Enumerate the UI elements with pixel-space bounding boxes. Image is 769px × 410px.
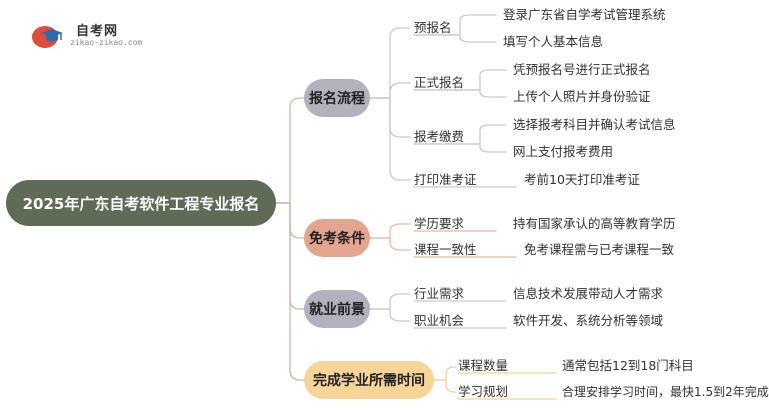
node-pre-registration: 预报名: [414, 20, 452, 35]
detail-pay-online: 网上支付报考费用: [513, 144, 614, 159]
detail-it-demand: 信息技术发展带动人才需求: [513, 286, 664, 301]
node-study-planning: 学习规划: [458, 384, 509, 399]
detail-study-time: 合理安排学习时间，最快1.5到2年完成: [562, 385, 769, 399]
branch-registration-process: 报名流程: [304, 79, 370, 117]
logo-name: 自考网: [76, 24, 119, 39]
detail-formal-with-number: 凭预报名号进行正式报名: [513, 62, 651, 77]
node-industry-demand: 行业需求: [414, 286, 465, 301]
graduation-cap-icon: [32, 26, 63, 48]
site-logo[interactable]: 自考网 zikao-zikao.com: [30, 18, 150, 52]
detail-upload-photo: 上传个人照片并身份验证: [513, 89, 651, 104]
branch-completion-time: 完成学业所需时间: [304, 361, 434, 399]
node-education-requirement: 学历要求: [414, 216, 465, 231]
detail-subject-count: 通常包括12到18门科目: [562, 358, 694, 373]
connector-lines: [275, 14, 557, 400]
detail-course-match: 免考课程需与已考课程一致: [524, 242, 675, 257]
node-course-consistency: 课程一致性: [414, 242, 477, 257]
root-node: 2025年广东自考软件工程专业报名: [6, 180, 276, 226]
detail-dev-fields: 软件开发、系统分析等领域: [513, 313, 664, 328]
detail-fill-info: 填写个人基本信息: [503, 34, 604, 49]
node-print-admission: 打印准考证: [414, 172, 477, 187]
detail-degree: 持有国家承认的高等教育学历: [513, 216, 676, 231]
detail-login-system: 登录广东省自学考试管理系统: [503, 7, 666, 22]
node-course-count: 课程数量: [458, 358, 509, 373]
node-fee-payment: 报考缴费: [414, 129, 465, 144]
detail-print-10-days: 考前10天打印准考证: [524, 172, 640, 187]
logo-url: zikao-zikao.com: [70, 38, 143, 47]
branch-employment-prospects: 就业前景: [304, 290, 370, 328]
branch-exemption-conditions: 免考条件: [304, 219, 370, 257]
node-career-opportunities: 职业机会: [414, 313, 465, 328]
node-formal-registration: 正式报名: [414, 75, 465, 90]
detail-select-subjects: 选择报考科目并确认考试信息: [513, 117, 676, 132]
